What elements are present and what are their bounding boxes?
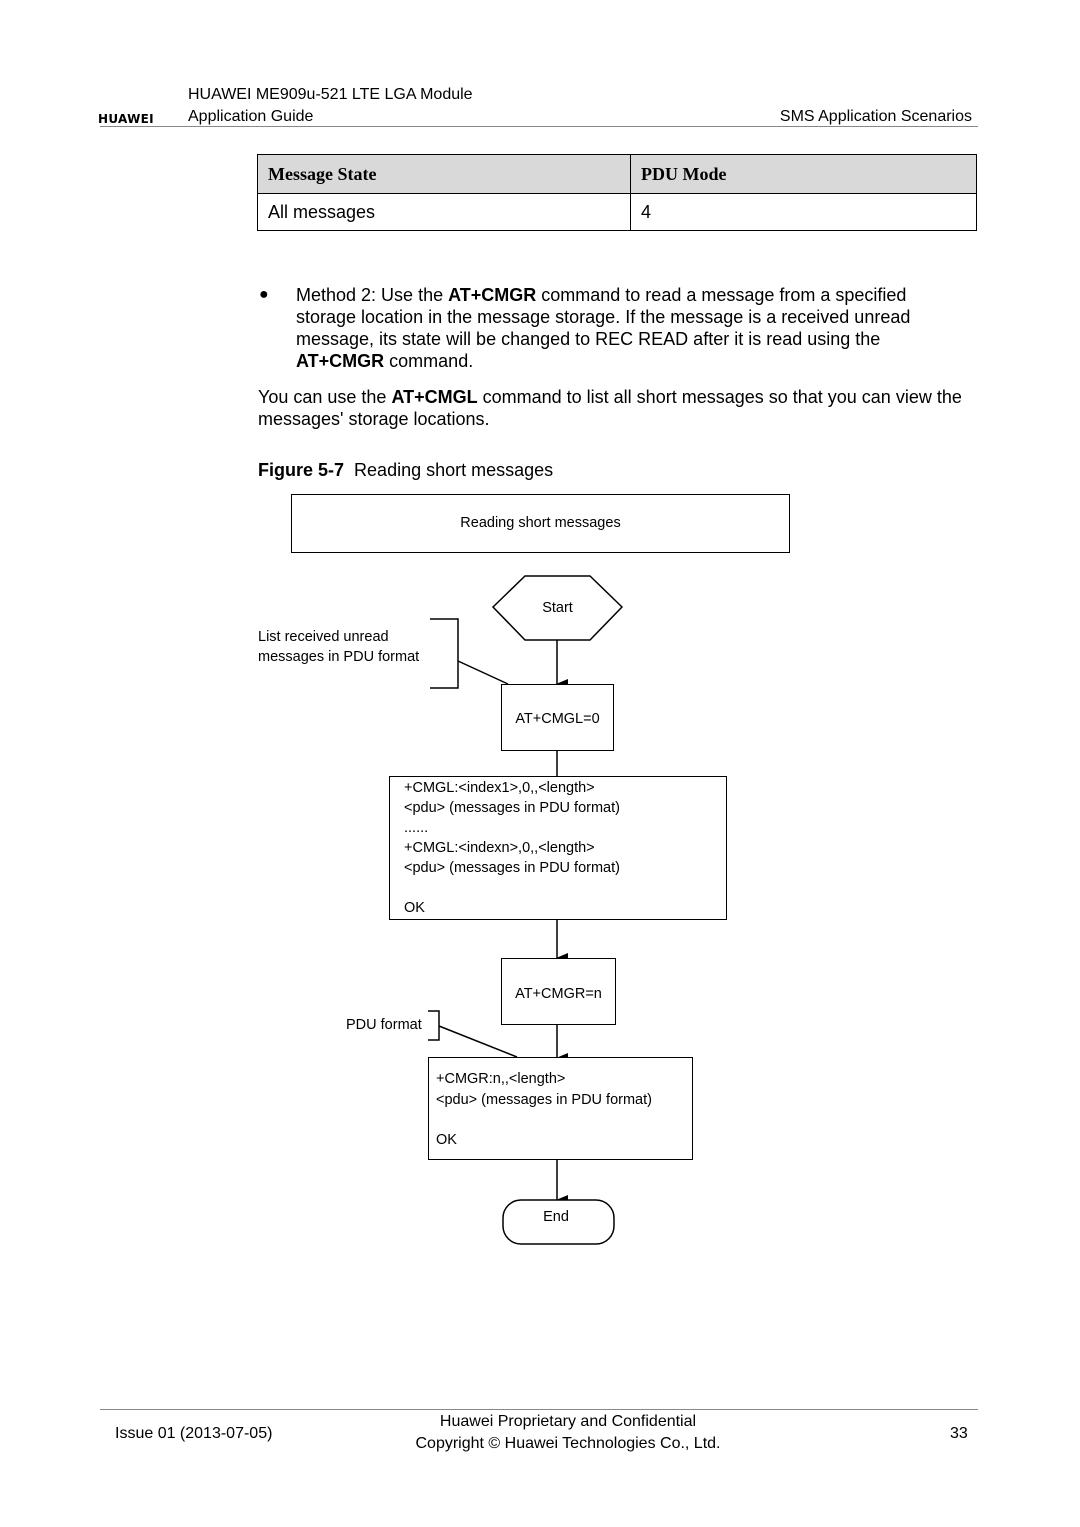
bullet-icon: ● bbox=[259, 286, 269, 303]
resp1-line-1: +CMGL:<index1>,0,,<length> bbox=[404, 780, 595, 796]
table-cell-state: All messages bbox=[257, 193, 631, 231]
resp1-line-4: +CMGL:<indexn>,0,,<length> bbox=[404, 840, 595, 856]
figure-title-box bbox=[291, 494, 790, 553]
resp2-line-1: +CMGR:n,,<length> bbox=[436, 1071, 566, 1087]
col-header-pdu-mode: PDU Mode bbox=[630, 154, 977, 194]
method-2-prefix: Method 2: Use the bbox=[296, 285, 449, 305]
resp2-line-2: <pdu> (messages in PDU format) bbox=[436, 1092, 652, 1108]
table-row: All messages 4 bbox=[257, 193, 977, 231]
note1-leader bbox=[457, 660, 509, 685]
cmgr-command-text: AT+CMGR=n bbox=[515, 986, 602, 1002]
footer-page-number: 33 bbox=[950, 1425, 968, 1442]
header-product: HUAWEI ME909u-521 LTE LGA Module bbox=[188, 86, 473, 103]
start-hexagon bbox=[491, 575, 624, 641]
header-section: SMS Application Scenarios bbox=[779, 108, 972, 125]
method-2-cmd: AT+CMGR bbox=[448, 285, 537, 305]
huawei-logo: HUAWEI bbox=[98, 112, 154, 126]
resp1-ok: OK bbox=[404, 900, 425, 916]
figure-title-box-text: Reading short messages bbox=[460, 515, 621, 531]
footer-proprietary: Huawei Proprietary and Confidential bbox=[439, 1413, 697, 1430]
table-cell-pdu: 4 bbox=[630, 193, 977, 231]
cmgl-paragraph: You can use the AT+CMGL command to list … bbox=[258, 386, 978, 430]
footer-issue: Issue 01 (2013-07-05) bbox=[115, 1425, 273, 1442]
cmgl-command-text: AT+CMGL=0 bbox=[515, 711, 600, 727]
method-2-cmd2: AT+CMGR bbox=[296, 351, 385, 371]
table-header-row: Message State PDU Mode bbox=[257, 154, 977, 194]
footer-copyright: Copyright © Huawei Technologies Co., Ltd… bbox=[415, 1435, 721, 1452]
note1-bracket bbox=[430, 618, 459, 689]
note2-text: PDU format bbox=[346, 1017, 422, 1033]
end-label: End bbox=[543, 1209, 569, 1225]
note1-line2: messages in PDU format bbox=[258, 649, 420, 665]
cmgl-rest: command to list all short messages so th… bbox=[258, 387, 962, 429]
cmgl-cmd: AT+CMGL bbox=[391, 387, 478, 407]
cmgl-command-box bbox=[501, 684, 614, 751]
resp1-line-3: ...... bbox=[404, 820, 429, 836]
note2-leader bbox=[438, 1025, 518, 1058]
resp1-line-5: <pdu> (messages in PDU format) bbox=[404, 860, 620, 876]
note1-line1: List received unread bbox=[258, 629, 389, 645]
figure-label: Figure 5-7 bbox=[258, 460, 345, 480]
resp1-line-2: <pdu> (messages in PDU format) bbox=[404, 800, 620, 816]
method-2-rest: command to read a message from a specifi… bbox=[296, 285, 911, 349]
end-terminal bbox=[502, 1199, 615, 1245]
method-2-end: command. bbox=[384, 351, 474, 371]
cmgr-command-box bbox=[501, 958, 616, 1025]
figure-caption: Figure 5-7 Reading short messages bbox=[258, 459, 553, 481]
start-label: Start bbox=[542, 600, 573, 616]
cmgl-prefix: You can use the bbox=[258, 387, 392, 407]
cmgl-response-box bbox=[389, 776, 727, 920]
header-doc-type: Application Guide bbox=[188, 108, 314, 125]
resp2-ok: OK bbox=[436, 1132, 457, 1148]
header-rule bbox=[100, 126, 978, 127]
col-header-message-state: Message State bbox=[257, 154, 631, 194]
cmgr-response-box bbox=[428, 1057, 693, 1160]
method-2-paragraph: Method 2: Use the AT+CMGR command to rea… bbox=[296, 284, 966, 372]
figure-caption-text: Reading short messages bbox=[354, 460, 554, 480]
footer-rule bbox=[100, 1409, 978, 1410]
message-state-table: Message State PDU Mode All messages 4 bbox=[257, 154, 977, 231]
note2-bracket bbox=[428, 1010, 440, 1041]
